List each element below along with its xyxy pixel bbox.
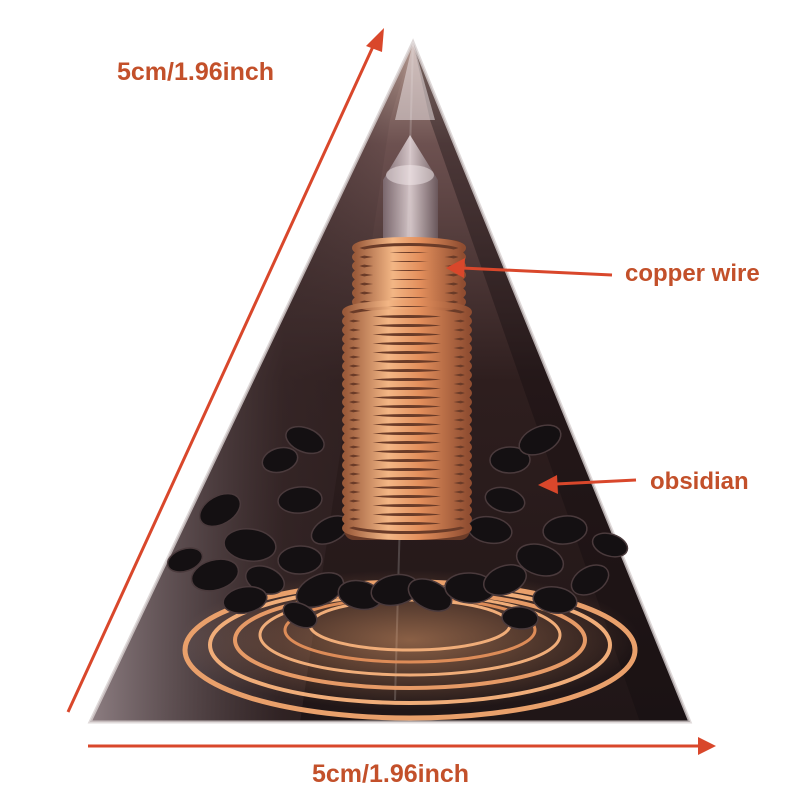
obsidian-chip	[198, 492, 242, 528]
obsidian-chip	[222, 585, 268, 615]
height-dimension-arrow	[66, 28, 384, 713]
obsidian-chip	[501, 606, 539, 630]
copper-wire-label: copper wire	[625, 260, 760, 287]
quartz-crystal	[383, 135, 438, 250]
obsidian-chip	[570, 564, 610, 596]
obsidian-chip	[166, 547, 204, 573]
width-dimension-arrow	[88, 737, 716, 755]
obsidian-chip	[532, 586, 578, 614]
obsidian-chip	[591, 532, 629, 558]
coil-turn	[342, 516, 472, 540]
obsidian-chip	[277, 545, 323, 575]
obsidian-chip	[518, 424, 562, 456]
obsidian-label: obsidian	[650, 468, 749, 495]
obsidian-chip	[285, 425, 325, 455]
obsidian-chip	[261, 446, 299, 474]
obsidian-chip	[407, 578, 453, 612]
height-dimension-label: 5cm/1.96inch	[117, 58, 275, 86]
obsidian-chips	[166, 424, 629, 630]
obsidian-chip	[223, 528, 277, 562]
obsidian-chip	[483, 564, 527, 596]
obsidian-chip	[282, 601, 318, 629]
obsidian-callout-arrow	[538, 475, 637, 494]
obsidian-chip	[295, 572, 345, 608]
obsidian-chip	[542, 515, 588, 545]
copper-wire-callout-arrow	[446, 258, 613, 278]
width-dimension-label: 5cm/1.96inch	[312, 760, 470, 788]
obsidian-chip	[190, 558, 240, 592]
copper-wire-coil	[342, 237, 472, 540]
obsidian-chip	[484, 486, 526, 514]
obsidian-chip	[515, 543, 565, 577]
coil-turn	[342, 507, 472, 531]
obsidian-chip	[489, 446, 531, 474]
obsidian-chip	[277, 486, 323, 514]
